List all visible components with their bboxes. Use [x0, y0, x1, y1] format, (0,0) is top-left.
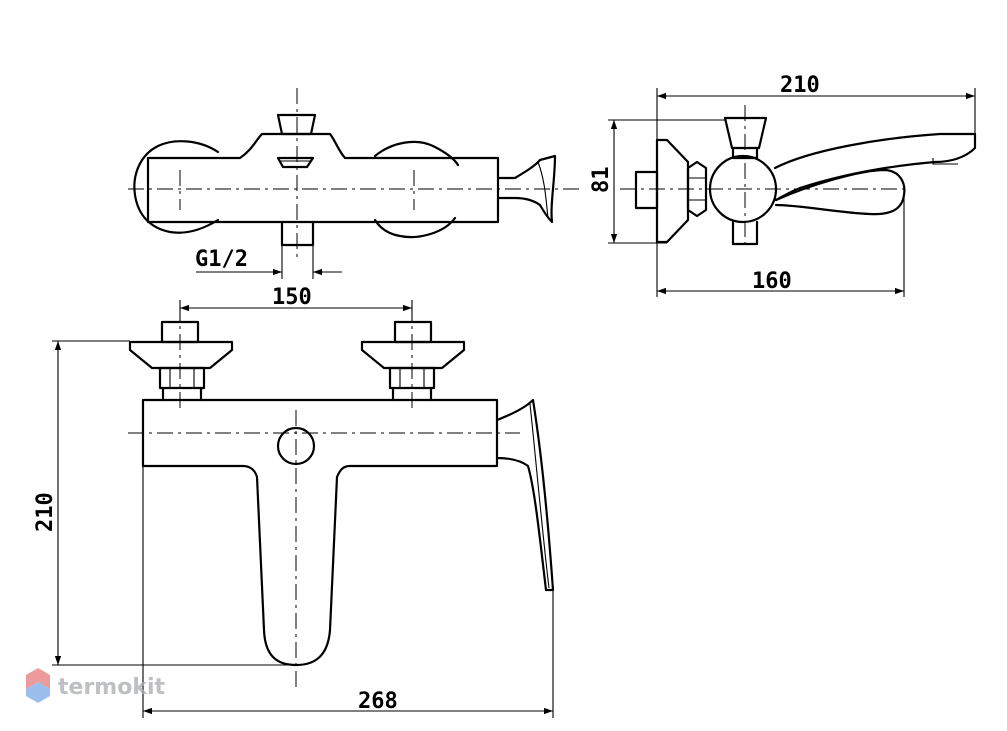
side-view: 210 81 160	[589, 73, 977, 297]
side-height-label: 81	[589, 167, 614, 194]
thread-size-label: G1/2	[195, 247, 248, 272]
watermark: termokit	[26, 668, 165, 703]
front-width-label: 268	[358, 689, 398, 714]
brand-name: termokit	[58, 675, 165, 700]
inlet-spacing-label: 150	[272, 285, 312, 310]
front-height-label: 210	[33, 492, 58, 532]
side-width-label: 210	[780, 73, 820, 98]
brand-logo-icon	[26, 668, 50, 703]
side-depth-label: 160	[752, 269, 792, 294]
top-view: G1/2	[128, 88, 580, 279]
front-view: 150 210 268	[33, 285, 555, 718]
